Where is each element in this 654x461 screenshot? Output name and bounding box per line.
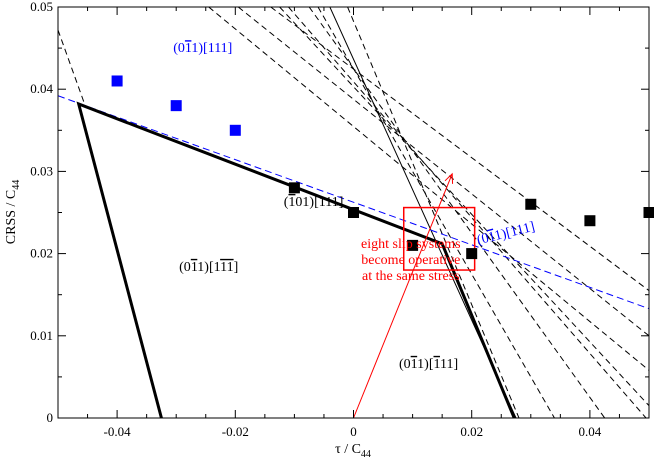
- label-right-branch-post2: 11]: [440, 357, 458, 372]
- y-tick-label: 0.04: [30, 81, 53, 96]
- label-left-branch-bar: 1: [191, 260, 198, 275]
- blue-line-label-pre: (0: [476, 231, 491, 248]
- data-point-s0-2: [229, 124, 241, 136]
- red-note-line: become operative: [361, 253, 460, 268]
- data-point-s1-1: [348, 207, 359, 218]
- dashed-line-2: [237, 7, 649, 337]
- label-right-branch-bar2: 1: [433, 357, 440, 372]
- label-101-111-bar: 1: [288, 195, 295, 210]
- label-101-111-post: 01)[111]: [295, 195, 343, 210]
- y-tick-label: 0.05: [30, 0, 53, 14]
- x-tick-label: -0.04: [104, 424, 132, 439]
- dashed-line-4: [288, 7, 647, 418]
- x-tick-label: -0.02: [222, 424, 249, 439]
- blue-line-label: (011)[111]: [476, 220, 537, 249]
- blue-slip-label-pre: (0: [173, 41, 185, 56]
- data-point-s1-5: [584, 215, 596, 227]
- data-point-s1-0: [288, 182, 300, 194]
- x-tick-label: 0: [350, 424, 357, 439]
- label-left-branch-pre: (0: [179, 260, 191, 275]
- x-tick-label: 0.04: [579, 424, 602, 439]
- label-left-branch-post2: ]: [234, 260, 239, 275]
- y-tick-label: 0.01: [30, 328, 53, 343]
- y-tick-label: 0.02: [30, 246, 53, 261]
- label-right-branch-bar: 1: [411, 357, 418, 372]
- red-arrow-head: [444, 172, 454, 184]
- red-note-line: eight slip systems: [361, 237, 461, 252]
- x-tick-label: 0.02: [460, 424, 483, 439]
- x-axis-title: τ / C44: [335, 442, 371, 460]
- blue-slip-label-post: 1)[111]: [191, 41, 232, 56]
- labels-layer: (011)[111](011)[111](101)[111](011)[111]…: [173, 41, 536, 372]
- dashed-line-0: [58, 29, 86, 105]
- y-tick-label: 0.03: [30, 163, 53, 178]
- y-tick-label: 0: [47, 410, 54, 425]
- blue-line-label-bar: 1: [487, 229, 497, 245]
- data-point-s1-3: [466, 248, 478, 260]
- dashed-line-6: [347, 7, 520, 418]
- y-axis-title: CRSS / C44: [4, 180, 22, 244]
- blue-dashed-line: [58, 95, 649, 310]
- label-101-111: (101)[111]: [284, 195, 344, 210]
- label-right-branch-post: 1)[: [417, 357, 434, 372]
- data-point-s1-2: [407, 239, 419, 251]
- clipped-lines: [58, 7, 649, 418]
- label-right-branch: (011)[111]: [399, 357, 458, 372]
- data-point-s0-1: [170, 100, 182, 112]
- label-right-branch-pre: (0: [399, 357, 411, 372]
- dashed-line-5: [308, 7, 606, 418]
- label-left-branch: (011)[111]: [179, 260, 238, 275]
- plot-layer: [57, 6, 654, 419]
- data-point-s1-4: [525, 198, 537, 210]
- label-left-branch-bar2: 11: [220, 260, 233, 275]
- blue-slip-label-bar: 1: [185, 41, 192, 56]
- highlight-box: [402, 206, 476, 271]
- red-arrow-shaft: [353, 173, 453, 419]
- dashed-line-1: [208, 7, 649, 371]
- yield-envelope: [76, 101, 516, 418]
- ticks-layer: -0.04 -0.02 0 0.02 0.04 0 0.01 0.02 0.03 0.04 0.05: [30, 0, 650, 439]
- dashed-line-3: [270, 7, 649, 291]
- dashed-line-8: [279, 7, 649, 407]
- blue-slip-label: (011)[111]: [173, 41, 232, 56]
- label-101-111-pre: (: [284, 195, 289, 210]
- dashed-line-7: [317, 7, 555, 418]
- data-point-s0-0: [111, 75, 123, 87]
- red-note-line: at the same stress: [362, 269, 460, 284]
- label-left-branch-post: 1)[1: [197, 260, 220, 275]
